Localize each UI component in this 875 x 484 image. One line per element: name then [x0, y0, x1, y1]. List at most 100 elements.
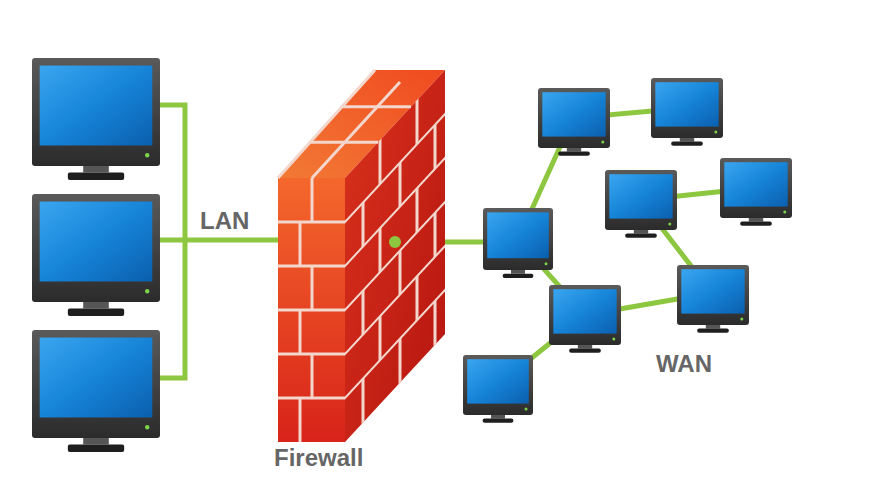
monitor-bezel [32, 58, 160, 166]
monitor-screen [655, 82, 718, 126]
monitor-bezel [32, 330, 160, 438]
computer-monitor [720, 158, 792, 226]
brick-joint [398, 339, 402, 383]
monitor-bezel [720, 158, 792, 218]
monitor-screen [40, 338, 153, 418]
power-light [612, 338, 615, 341]
monitor-bezel [538, 88, 610, 148]
brick-joint [278, 309, 345, 312]
power-light [525, 408, 528, 411]
power-light [145, 153, 149, 157]
monitor-neck [83, 438, 109, 444]
brick-joint [299, 310, 302, 354]
network-label: LAN [200, 207, 249, 235]
firewall-wall [278, 70, 445, 442]
computer-monitor [483, 208, 553, 278]
brick-joint [278, 221, 345, 224]
power-light [601, 141, 604, 144]
monitor-neck [749, 218, 763, 222]
lan-cable [160, 105, 278, 378]
monitor-screen [40, 66, 153, 146]
brick-joint [398, 163, 402, 207]
brick-joint [361, 379, 365, 423]
monitor-base [558, 152, 590, 156]
brick-joint [361, 203, 365, 247]
brick-joint [278, 397, 345, 400]
brick-joint [433, 125, 437, 169]
monitor-screen [40, 202, 153, 282]
power-light [145, 289, 149, 293]
monitor-screen [542, 92, 605, 136]
monitor-base [68, 308, 124, 316]
computer-monitor [677, 265, 749, 333]
monitor-screen [724, 162, 787, 206]
monitor-screen [609, 174, 672, 218]
monitor-base [625, 234, 657, 238]
brick-joint [311, 354, 314, 398]
computer-monitor [538, 88, 610, 156]
brick-joint [311, 266, 314, 310]
monitor-screen [467, 359, 529, 403]
monitor-neck [567, 148, 581, 152]
brick-joint [345, 158, 445, 266]
brick-joint [433, 301, 437, 345]
brick-joint [415, 276, 419, 320]
brick-joint [299, 222, 302, 266]
computer-monitor [651, 78, 723, 146]
brick-joint [361, 291, 365, 335]
power-light [545, 262, 548, 265]
monitor-base [671, 142, 703, 146]
brick-joint [433, 213, 437, 257]
brick-joint [398, 251, 402, 295]
computers [32, 58, 792, 452]
monitor-base [68, 444, 124, 452]
computer-monitor [463, 355, 533, 423]
monitor-base [503, 274, 534, 278]
brick-joint [345, 290, 445, 398]
network-cables [160, 105, 755, 385]
computer-monitor [605, 170, 677, 238]
monitor-neck [680, 138, 694, 142]
port-dot [389, 236, 401, 248]
monitor-neck [83, 166, 109, 172]
brick-joint [311, 178, 314, 222]
monitor-base [569, 349, 601, 353]
monitor-base [68, 172, 124, 180]
monitor-bezel [463, 355, 533, 415]
monitor-bezel [483, 208, 553, 270]
brick-joints [278, 70, 445, 442]
power-light [145, 425, 149, 429]
monitor-screen [681, 269, 744, 313]
power-light [668, 223, 671, 226]
brick-joint [378, 316, 382, 360]
brick-joint [299, 398, 302, 442]
monitor-neck [578, 345, 592, 349]
monitor-neck [511, 270, 525, 274]
power-light [783, 211, 786, 214]
brick-joint [378, 228, 382, 272]
brick-joint [345, 246, 445, 354]
brick-joint [345, 114, 445, 222]
brick-joint [345, 202, 445, 310]
monitor-screen [553, 289, 616, 333]
brick-joint [415, 188, 419, 232]
brick-joint [415, 100, 419, 144]
monitor-bezel [32, 194, 160, 302]
network-label: WAN [656, 350, 712, 378]
brick-joint [378, 140, 382, 184]
monitor-bezel [651, 78, 723, 138]
brick-joint [312, 82, 400, 178]
monitor-neck [491, 415, 505, 419]
power-light [714, 131, 717, 134]
monitor-base [740, 222, 772, 226]
device-label: Firewall [274, 444, 363, 472]
computer-monitor [32, 58, 160, 180]
monitor-bezel [677, 265, 749, 325]
computer-monitor [32, 194, 160, 316]
wall-front [278, 178, 345, 442]
monitor-base [483, 419, 514, 423]
monitor-bezel [605, 170, 677, 230]
wall-edge [278, 70, 375, 178]
